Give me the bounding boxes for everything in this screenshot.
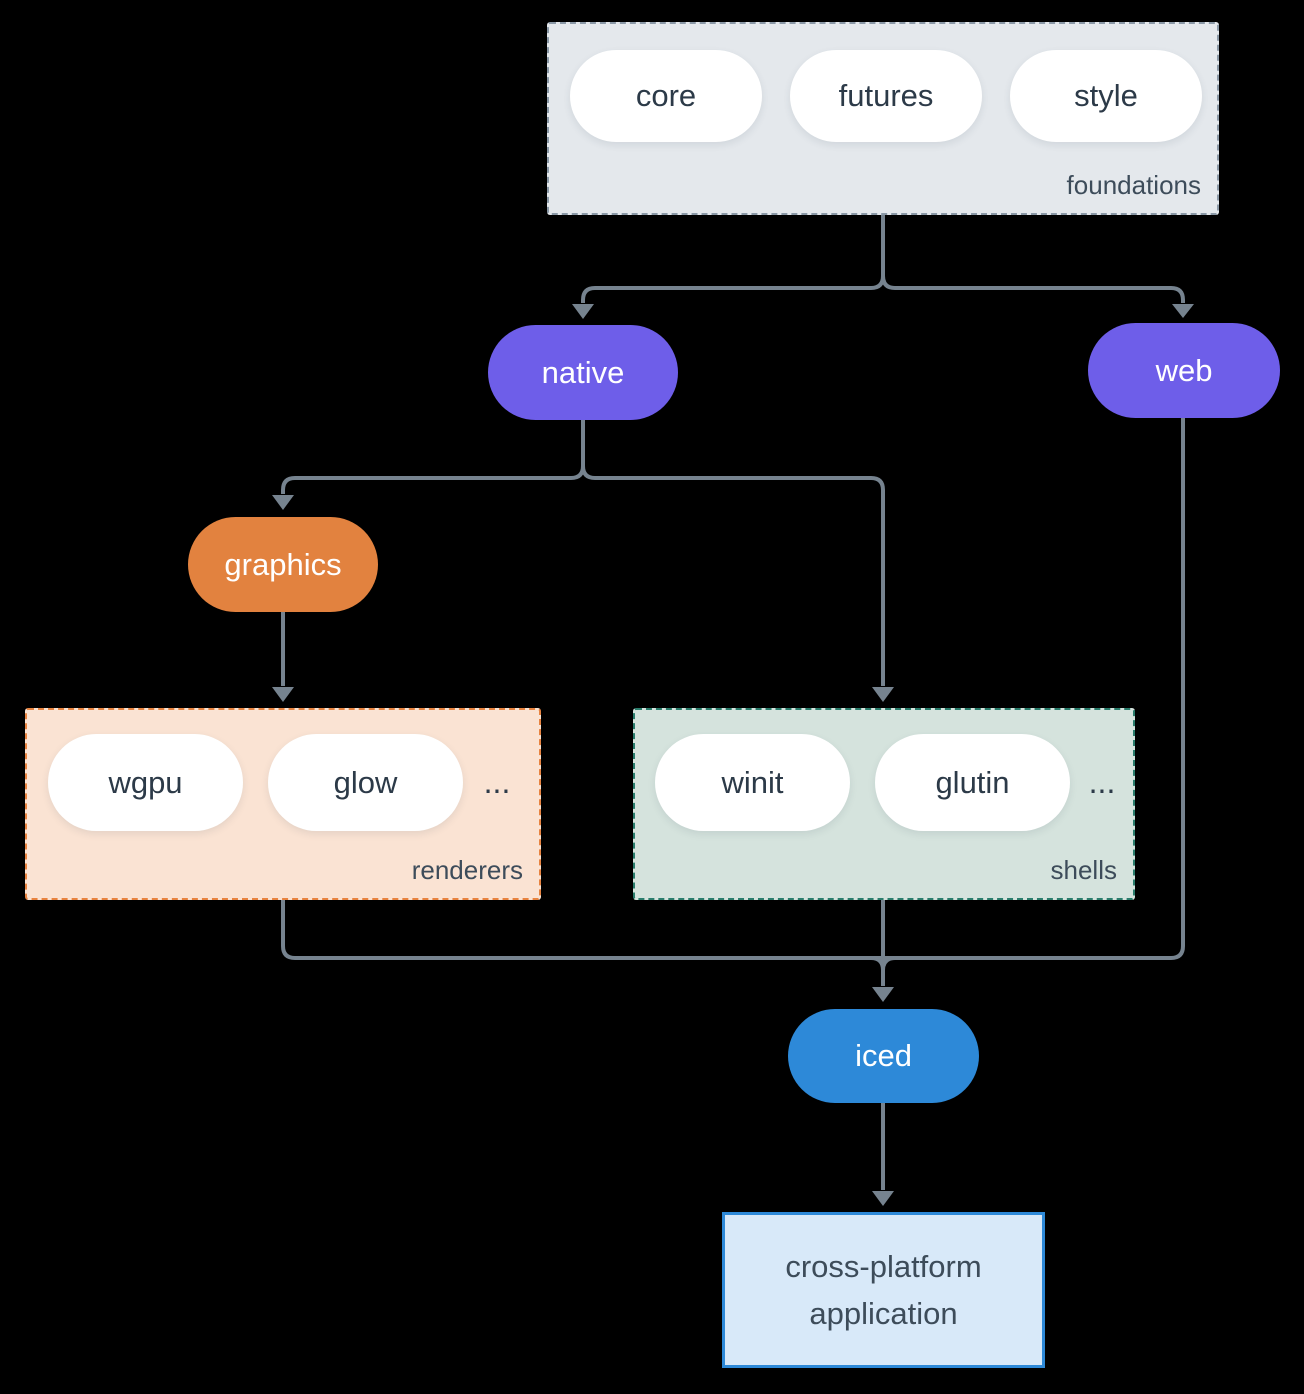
arrowhead-graphics — [272, 495, 294, 510]
shells-label: shells — [1050, 855, 1117, 885]
node-wgpu: wgpu — [48, 734, 243, 831]
node-iced: iced — [788, 1009, 979, 1103]
renderers-ellipsis: ... — [483, 764, 511, 800]
renderers-label: renderers — [411, 855, 523, 885]
arrow-foundations-to-web — [881, 215, 1185, 303]
foundations-label: foundations — [1066, 170, 1201, 200]
node-winit: winit — [655, 734, 850, 831]
arrowhead-web — [1172, 304, 1194, 318]
node-glutin: glutin — [875, 734, 1070, 831]
node-glow: glow — [268, 734, 463, 831]
shells-ellipsis: ... — [1088, 764, 1116, 800]
app-label-line1: cross-platform — [785, 1249, 982, 1284]
arrowhead-renderers — [272, 687, 294, 702]
arrow-renderers-to-merge — [281, 900, 883, 960]
node-cross-platform-application: cross-platform application — [722, 1212, 1045, 1368]
node-graphics: graphics — [188, 517, 378, 612]
node-futures: futures — [790, 50, 982, 142]
node-core: core — [570, 50, 762, 142]
node-style: style — [1010, 50, 1202, 142]
arrow-native-to-shells — [581, 420, 885, 686]
arrow-native-to-graphics — [281, 420, 585, 494]
node-web: web — [1088, 323, 1280, 418]
app-label-line2: application — [809, 1296, 958, 1331]
arrowhead-app — [872, 1191, 894, 1206]
arrowhead-shells — [872, 687, 894, 702]
arrow-foundations-to-native — [581, 215, 885, 303]
arrowhead-iced — [872, 987, 894, 1002]
arrowhead-native — [572, 304, 594, 319]
arrow-web-to-merge — [883, 418, 1185, 960]
node-native: native — [488, 325, 678, 420]
